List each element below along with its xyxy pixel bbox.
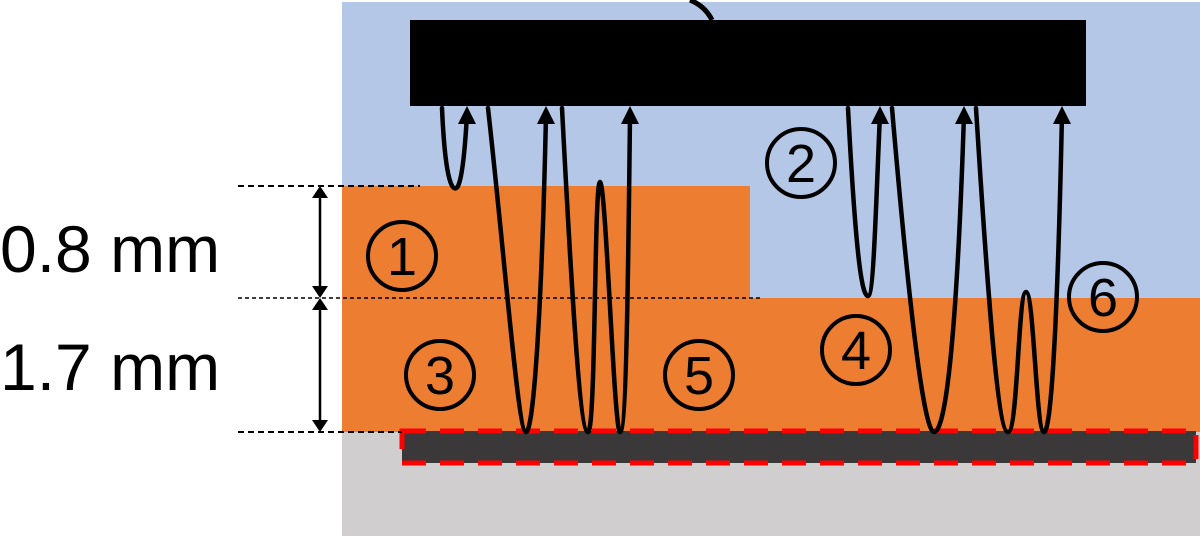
transducer-cable <box>689 0 715 22</box>
echo-path-6 <box>973 105 1065 435</box>
thick-layer-step <box>342 186 750 298</box>
echo-path-2 <box>845 105 883 299</box>
marker-4: 4 <box>820 314 892 386</box>
marker-5: 5 <box>663 339 735 411</box>
lower-thickness-label: 1.7 mm <box>0 330 220 404</box>
echo-path-3 <box>485 105 549 435</box>
interface-highlight <box>399 428 1199 466</box>
echo-arrowheads <box>458 106 1071 124</box>
svg-text:2: 2 <box>786 134 816 194</box>
echo-path-1 <box>439 105 470 191</box>
svg-text:3: 3 <box>425 346 455 406</box>
echo-paths <box>439 105 1065 435</box>
transducer-block <box>410 20 1086 106</box>
upper-thickness-label: 0.8 mm <box>0 212 220 286</box>
interface-strip <box>402 431 1196 463</box>
svg-text:6: 6 <box>1088 268 1118 328</box>
svg-text:4: 4 <box>841 321 871 381</box>
marker-6: 6 <box>1067 261 1139 333</box>
marker-2: 2 <box>765 127 837 199</box>
echo-path-5 <box>559 105 633 435</box>
marker-1: 1 <box>366 220 438 292</box>
lower-dimension-arrow <box>312 298 328 432</box>
upper-dimension-arrow <box>312 186 328 298</box>
marker-3: 3 <box>404 339 476 411</box>
echo-path-4 <box>889 105 967 435</box>
svg-text:1: 1 <box>387 227 417 287</box>
svg-text:5: 5 <box>684 346 714 406</box>
